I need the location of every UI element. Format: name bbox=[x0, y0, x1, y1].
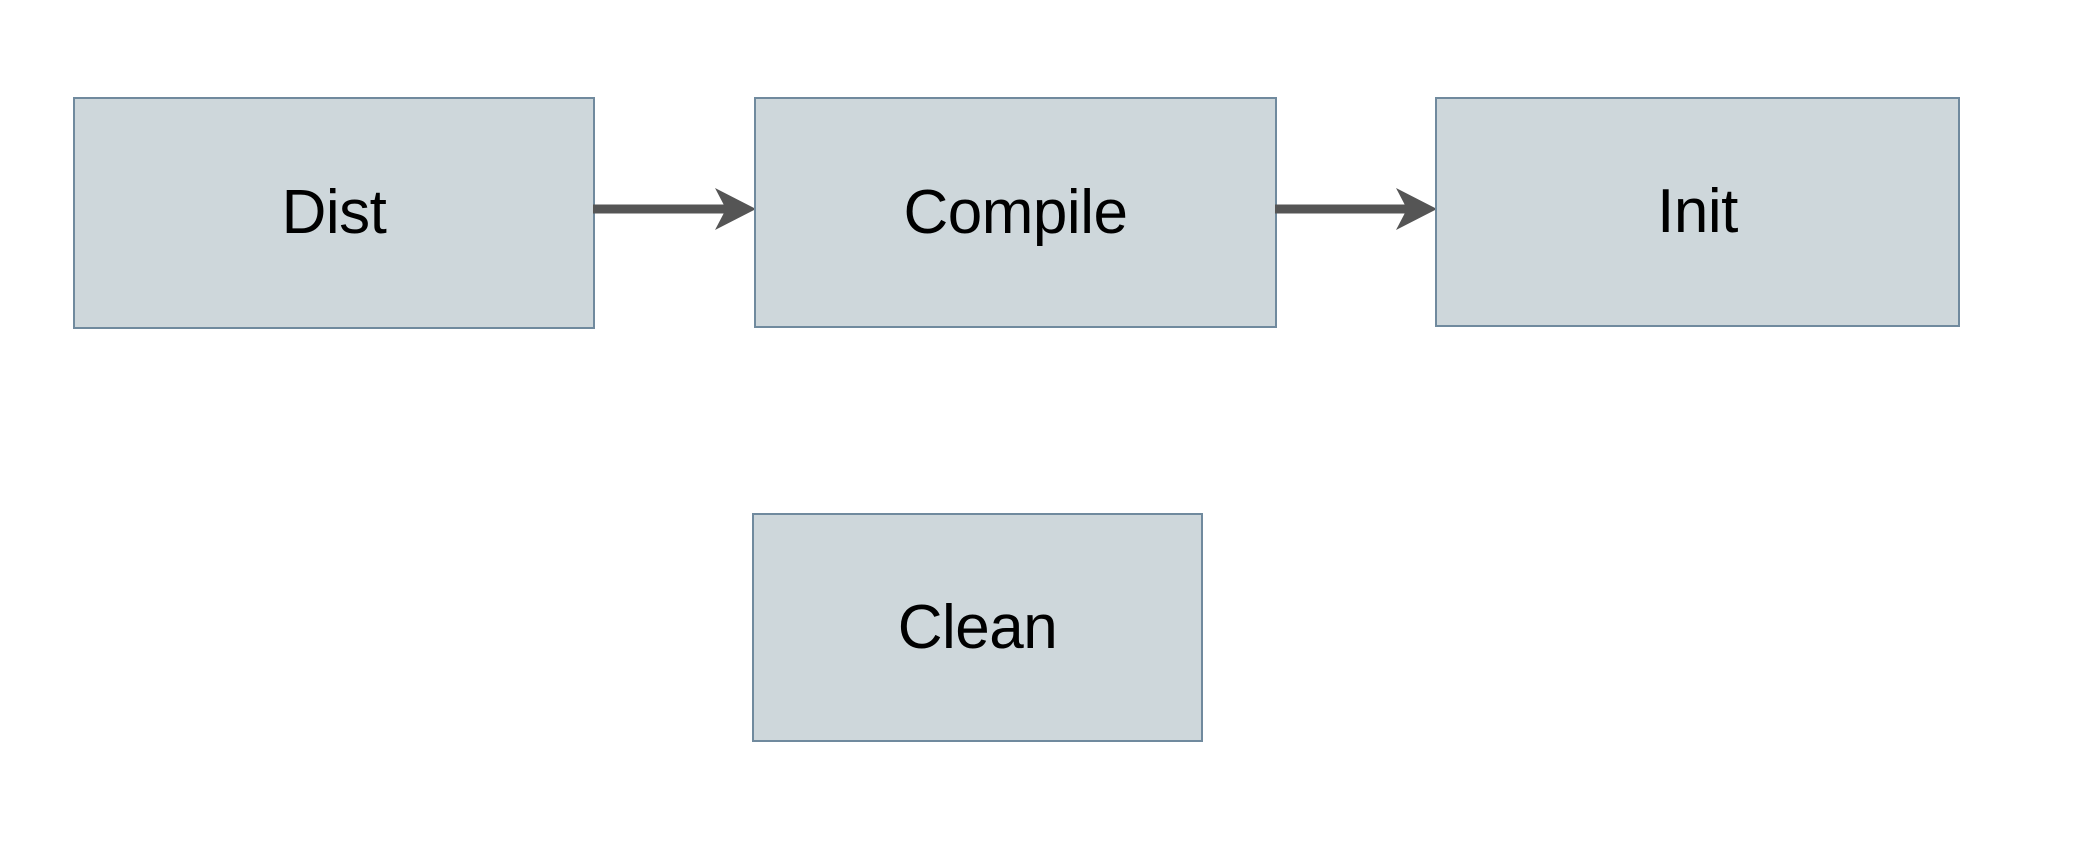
node-compile-label: Compile bbox=[903, 177, 1128, 247]
arrow-dist-to-compile-icon bbox=[593, 188, 756, 230]
node-init-label: Init bbox=[1657, 177, 1738, 246]
node-dist[interactable]: Dist bbox=[73, 97, 595, 329]
node-dist-label: Dist bbox=[281, 178, 387, 247]
node-init[interactable]: Init bbox=[1435, 97, 1960, 327]
node-clean[interactable]: Clean bbox=[752, 513, 1203, 742]
node-compile[interactable]: Compile bbox=[754, 97, 1277, 328]
arrow-compile-to-init-icon bbox=[1275, 188, 1437, 230]
node-clean-label: Clean bbox=[897, 592, 1058, 662]
edge-dist-to-compile[interactable] bbox=[593, 186, 757, 232]
edge-compile-to-init[interactable] bbox=[1275, 186, 1438, 232]
